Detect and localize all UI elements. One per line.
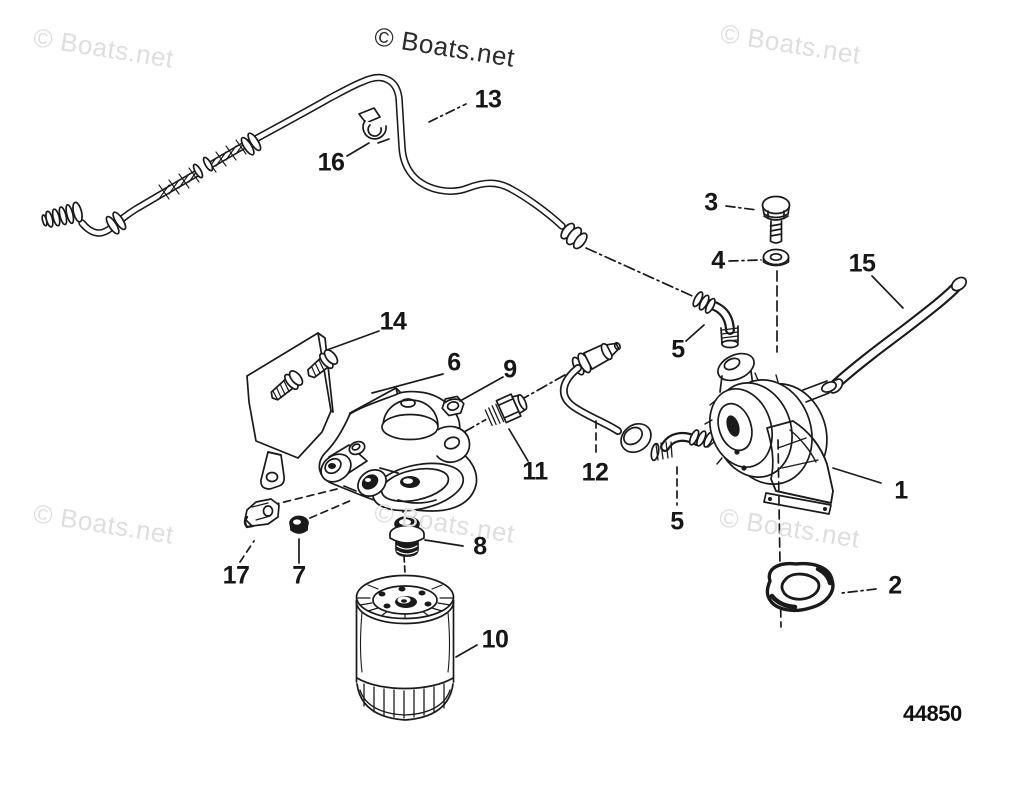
leader-lines	[239, 103, 904, 658]
hose-clip-16	[358, 107, 390, 144]
nut-7	[289, 515, 309, 534]
bracket-screw	[270, 370, 304, 401]
callout-10-filter: 10	[481, 625, 509, 654]
callout-15-hose: 15	[848, 249, 876, 278]
gasket-2	[765, 561, 835, 613]
callout-5-elbow-upper: 5	[671, 335, 685, 364]
callout-5-elbow-lower: 5	[670, 507, 684, 536]
callout-11-fitting: 11	[522, 457, 548, 486]
retainer-clip-17	[243, 498, 280, 529]
hose-end-fitting-left	[41, 201, 83, 228]
fuel-hose-15	[828, 276, 968, 394]
hex-nut-9	[441, 395, 465, 417]
callout-8-plug: 8	[473, 532, 487, 561]
mounting-bracket-14	[246, 332, 339, 490]
hose-end-fitting-right	[560, 222, 588, 250]
fuel-pump-1	[704, 352, 838, 515]
callout-12-fuel-line: 12	[581, 458, 609, 487]
callout-3-bolt: 3	[704, 188, 718, 217]
callout-17-clip: 17	[222, 561, 250, 590]
plug-8	[389, 516, 425, 557]
callout-7-nut: 7	[292, 561, 306, 590]
fuel-line-12	[560, 341, 652, 454]
connector-fitting-11	[481, 393, 528, 428]
fuel-filter-canister-10	[355, 574, 455, 721]
elbow-fitting-5-lower	[650, 429, 714, 462]
bolt-3	[761, 195, 791, 244]
hose-crimp	[105, 132, 262, 235]
bracket-screw	[307, 349, 339, 379]
callout-9-nut: 9	[503, 355, 517, 384]
callout-4-washer: 4	[711, 246, 725, 275]
callout-6-filter-head: 6	[447, 348, 461, 377]
diagram-number: 44850	[903, 701, 962, 726]
fuel-hose-13	[41, 73, 588, 250]
callout-13-fuel-hose: 13	[474, 85, 502, 114]
elbow-fitting-5-upper	[692, 291, 739, 349]
filter-head-6	[318, 387, 478, 512]
callout-2-gasket: 2	[888, 571, 902, 600]
washer-4	[762, 248, 790, 267]
callout-1-fuel-pump: 1	[894, 476, 908, 505]
callout-14-bracket: 14	[379, 307, 407, 336]
callout-16-hose-clip: 16	[317, 148, 345, 177]
